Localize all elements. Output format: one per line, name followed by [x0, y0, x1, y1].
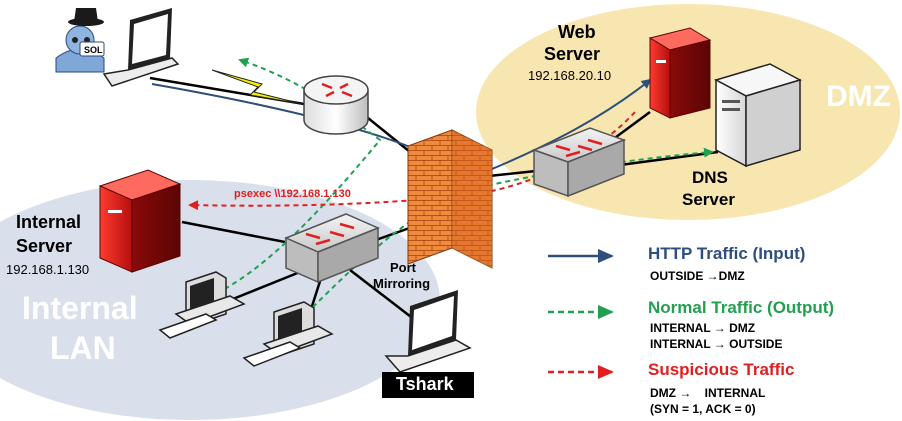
- legend-normal-line1: INTERNAL → DMZ: [650, 321, 756, 335]
- dns-server-icon: [714, 63, 802, 168]
- port-mirroring-label-line2: Mirroring: [373, 276, 431, 291]
- workstation-icon: [158, 271, 246, 339]
- port-mirroring-label-line1: Port: [390, 260, 416, 275]
- tshark-laptop-icon: [384, 290, 472, 373]
- legend-http-title: HTTP Traffic (Input): [648, 244, 806, 263]
- web-server-icon: [648, 27, 712, 119]
- internal-server-label-line2: Server: [16, 236, 73, 256]
- legend-normal-title: Normal Traffic (Output): [648, 298, 835, 317]
- internal-lan-label-line2: LAN: [50, 330, 116, 366]
- workstation-icon: [242, 301, 334, 367]
- web-server-label-line2: Server: [544, 44, 601, 64]
- dmz-label: DMZ: [826, 80, 891, 113]
- attacker-laptop-icon: [102, 8, 180, 87]
- internal-server-icon: [98, 169, 182, 273]
- internal-switch-icon: [284, 213, 380, 284]
- dns-server-label-line2: Server: [682, 190, 735, 209]
- internal-lan-label-line1: Internal: [22, 290, 138, 326]
- legend-suspicious-line2: (SYN = 1, ACK = 0): [650, 402, 756, 416]
- legend-suspicious-line1: DMZ → INTERNAL: [650, 386, 766, 400]
- dmz-switch-icon: [531, 127, 627, 198]
- legend-normal-line2: INTERNAL → OUTSIDE: [650, 337, 783, 351]
- internal-server-label-line1: Internal: [16, 212, 82, 232]
- router-icon: [303, 75, 369, 135]
- internal-server-ip: 192.168.1.130: [6, 262, 90, 277]
- wan-link-lightning: [211, 69, 303, 105]
- legend-http-line1: OUTSIDE →DMZ: [650, 269, 745, 283]
- web-server-ip: 192.168.20.10: [528, 68, 612, 83]
- attacker-hat-text: SOL: [84, 45, 103, 55]
- legend-suspicious-title: Suspicious Traffic: [648, 360, 795, 379]
- firewall-icon: [407, 129, 493, 269]
- tshark-label-box: [382, 372, 474, 398]
- dns-server-label-line1: DNS: [692, 168, 728, 187]
- web-server-label-line1: Web: [558, 22, 596, 42]
- psexec-command-label: psexec \\192.168.1.130: [234, 188, 351, 200]
- attacker-icon: [55, 8, 105, 73]
- tshark-label: Tshark: [396, 374, 454, 394]
